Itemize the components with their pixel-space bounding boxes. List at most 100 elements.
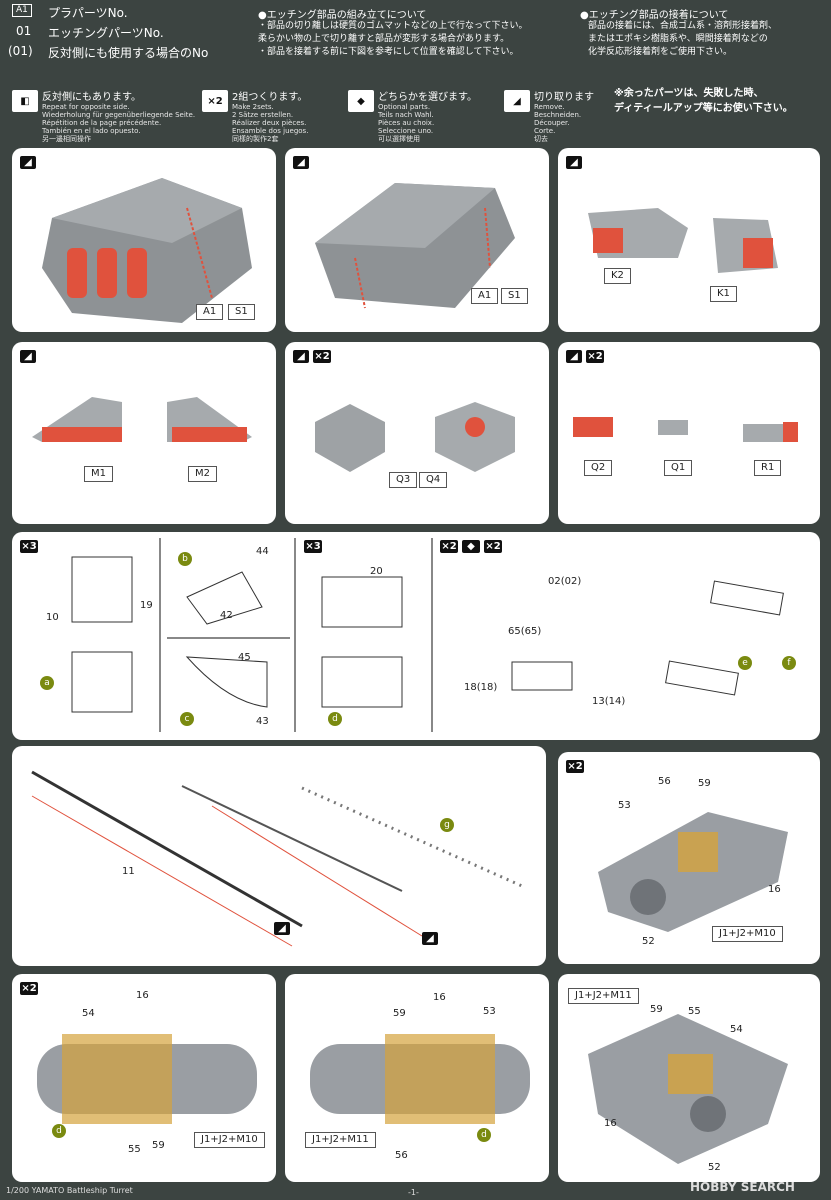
- panel-mech-bottom-left: ×2 16 54 55 59 d J1+J2+M10: [12, 974, 276, 1182]
- remove-icon: ◢: [293, 156, 309, 169]
- optional-icon: ◆: [462, 540, 480, 553]
- part-num: 65(65): [508, 626, 542, 637]
- make-two-icon: ×2: [586, 350, 604, 363]
- label-R1: R1: [754, 460, 782, 476]
- step-badge-a: a: [40, 676, 54, 690]
- panel-rails: 11 g ◢ ◢: [12, 746, 546, 966]
- remove-icon: ◢: [293, 350, 309, 363]
- part-num: 02(02): [548, 576, 582, 587]
- mech-illustration: [37, 1034, 257, 1124]
- part-num: 20: [370, 566, 383, 577]
- step-badge-d: d: [52, 1124, 66, 1138]
- part-num: 18(18): [464, 682, 498, 693]
- step-badge-f: f: [782, 656, 796, 670]
- watermark: HOBBY SEARCH: [690, 1180, 795, 1194]
- glue-lines: 部品の接着には、合成ゴム系・溶剤形接着剤、またはエポキシ樹脂系や、瞬間接着剤など…: [588, 21, 778, 57]
- assembly-title: ●エッチング部品の組み立てについて: [258, 10, 427, 21]
- make-two-icon: ×2: [202, 90, 228, 112]
- part-num: 54: [82, 1008, 95, 1019]
- part-num: 42: [220, 610, 233, 621]
- opposite-label: 反対側にも使用する場合のNo: [48, 46, 209, 60]
- label-Q2: Q2: [584, 460, 613, 476]
- glue-title: ●エッチング部品の接着について: [580, 10, 729, 21]
- mech-illustration: [310, 1034, 530, 1124]
- part-num: 59: [393, 1008, 406, 1019]
- etch-illustration: [71, 538, 784, 732]
- remove-icon: ◢: [566, 350, 582, 363]
- part-num: 56: [395, 1150, 408, 1161]
- part-num: 45: [238, 652, 251, 663]
- panel-etch-parts: ×3 10 19 a b 44 42 c 45 43 ×3 20 d ×2 ◆ …: [12, 532, 820, 740]
- opposite-side-icon: ◧: [12, 90, 38, 112]
- remove-icon: ◢: [566, 156, 582, 169]
- part-num: 55: [128, 1144, 141, 1155]
- label-assembly: J1+J2+M10: [712, 926, 783, 942]
- step-badge-e: e: [738, 656, 752, 670]
- part-num: 43: [256, 716, 269, 727]
- part-num: 11: [122, 866, 135, 877]
- part-tag: A1: [12, 4, 32, 17]
- part-num: 59: [698, 778, 711, 789]
- k-parts-illustration: [588, 208, 778, 273]
- label-Q3: Q3: [389, 472, 418, 488]
- step-badge-g: g: [440, 818, 454, 832]
- remove-icon: ◢: [422, 932, 438, 945]
- part-num: 53: [618, 800, 631, 811]
- part-num: 16: [604, 1118, 617, 1129]
- turret-rear-illustration: [315, 183, 515, 309]
- panel-turret-rear: ◢ A1 S1: [285, 148, 549, 332]
- q-r-parts-illustration: [573, 417, 798, 442]
- label-assembly: J1+J2+M11: [568, 988, 639, 1004]
- part-num: 55: [688, 1006, 701, 1017]
- panel-mech-bottom-middle: 16 59 53 56 d J1+J2+M11: [285, 974, 549, 1182]
- remove-icon: ◢: [504, 90, 530, 112]
- label-A1: A1: [196, 304, 224, 320]
- leftover-note: ※余ったパーツは、失敗した時、ディティールアップ等にお使い下さい。: [614, 88, 793, 114]
- label-M1: M1: [84, 466, 113, 482]
- mech-illustration: [588, 1014, 788, 1164]
- label-Q1: Q1: [664, 460, 693, 476]
- legend-opposite: 反対側にもあります。 Repeat for opposite side.Wied…: [42, 92, 196, 143]
- optional-icon: ◆: [348, 90, 374, 112]
- panel-turret-front: ◢ A1 S1: [12, 148, 276, 332]
- label-S1: S1: [228, 304, 255, 320]
- label-M2: M2: [188, 466, 217, 482]
- step-badge-d: d: [477, 1128, 491, 1142]
- rails-illustration: [31, 770, 523, 947]
- label-assembly: J1+J2+M10: [194, 1132, 265, 1148]
- page-number: -1-: [408, 1188, 419, 1197]
- step-badge-d: d: [328, 712, 342, 726]
- make-two-icon: ×2: [440, 540, 458, 553]
- label-K1: K1: [710, 286, 737, 302]
- remove-icon: ◢: [20, 156, 36, 169]
- make-three-icon: ×3: [304, 540, 322, 553]
- panel-mech-top-right: ×2 56 59 53 16 52 J1+J2+M10: [558, 752, 820, 964]
- step-badge-c: c: [180, 712, 194, 726]
- m-parts-illustration: [32, 397, 252, 442]
- make-two-icon: ×2: [20, 982, 38, 995]
- part-num: 52: [642, 936, 655, 947]
- plastic-no-label: プラパーツNo.: [48, 6, 128, 20]
- footer-title: 1/200 YAMATO Battleship Turret: [6, 1186, 133, 1195]
- remove-icon: ◢: [20, 350, 36, 363]
- legend-two-sets: 2組つくります。 Make 2sets.2 Sätze erstellen.Ré…: [232, 92, 309, 143]
- label-Q4: Q4: [419, 472, 448, 488]
- panel-mech-bottom-right: J1+J2+M11 59 55 54 16 52: [558, 974, 820, 1182]
- panel-Q-R-parts: ◢ ×2 Q2 Q1 R1: [558, 342, 820, 524]
- make-two-icon: ×2: [484, 540, 502, 553]
- remove-icon: ◢: [274, 922, 290, 935]
- part-num: 44: [256, 546, 269, 557]
- mech-illustration: [598, 812, 788, 932]
- part-num: 59: [152, 1140, 165, 1151]
- etch-no-label: エッチングパーツNo.: [48, 26, 164, 40]
- part-num: 16: [433, 992, 446, 1003]
- make-three-icon: ×3: [20, 540, 38, 553]
- panel-M-parts: ◢ M1 M2: [12, 342, 276, 524]
- part-num: 10: [46, 612, 59, 623]
- panel-Q3-Q4: ◢ ×2 Q3 Q4: [285, 342, 549, 524]
- part-num: 53: [483, 1006, 496, 1017]
- make-two-icon: ×2: [566, 760, 584, 773]
- panel-K-parts: ◢ K2 K1: [558, 148, 820, 332]
- plastic-no: 01: [16, 24, 32, 38]
- part-num: 54: [730, 1024, 743, 1035]
